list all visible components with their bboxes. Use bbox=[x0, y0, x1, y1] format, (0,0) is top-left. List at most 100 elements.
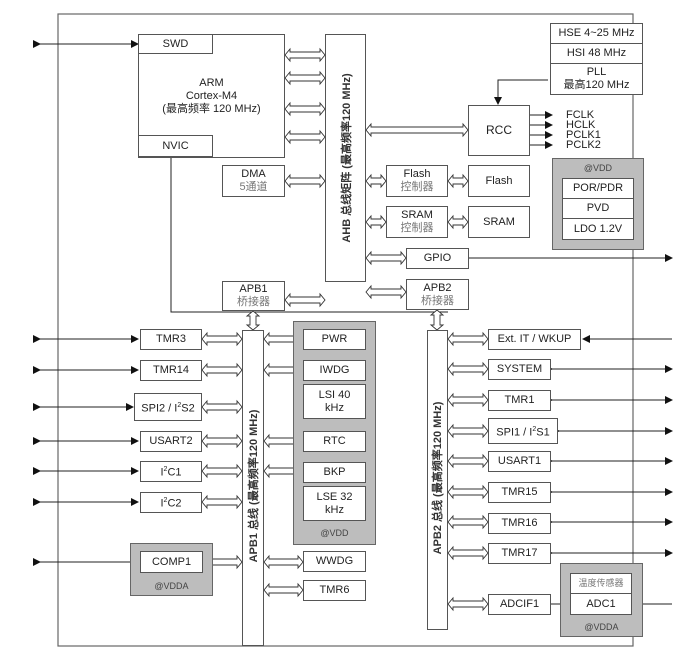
ldo: LDO 1.2V bbox=[562, 218, 634, 240]
spi1-i2s1: SPI1 / I2S1 bbox=[488, 418, 558, 444]
system: SYSTEM bbox=[488, 359, 551, 380]
rtc: RTC bbox=[303, 431, 366, 452]
bus-arrow bbox=[447, 484, 489, 500]
bus-arrow bbox=[263, 582, 304, 598]
tmr3: TMR3 bbox=[140, 329, 202, 350]
pwr: PWR bbox=[303, 329, 366, 350]
temp-sensor: 温度传感器 bbox=[570, 573, 632, 594]
bus-arrow bbox=[284, 70, 326, 86]
i2c1: I2C1 bbox=[140, 461, 202, 482]
bus-arrow bbox=[245, 310, 261, 331]
flash-ctrl-label: Flash bbox=[403, 168, 431, 180]
bkp: BKP bbox=[303, 462, 366, 483]
clock-fclk: FCLK bbox=[566, 109, 595, 121]
vdd-domain-label: @VDD bbox=[320, 528, 349, 538]
gpio-block: GPIO bbox=[406, 248, 469, 269]
bus-arrow bbox=[447, 514, 489, 530]
swd-block: SWD bbox=[138, 34, 213, 54]
tmr16: TMR16 bbox=[488, 513, 551, 534]
power-vdd-label: @VDD bbox=[583, 163, 613, 173]
clock-pclk2: PCLK2 bbox=[566, 139, 601, 151]
pll-freq: 最高120 MHz bbox=[563, 79, 630, 91]
hse-oscillator: HSE 4~25 MHz bbox=[550, 23, 643, 44]
bus-arrow bbox=[447, 423, 489, 439]
wwdg: WWDG bbox=[303, 551, 366, 572]
ahb-bus-label: AHB 总线矩阵 (最高频率120 MHz) bbox=[341, 73, 353, 243]
por-pdr: POR/PDR bbox=[562, 178, 634, 199]
clock-hclk: HCLK bbox=[566, 119, 596, 131]
dma-channels: 5通道 bbox=[239, 181, 268, 193]
ext-it-wkup: Ext. IT / WKUP bbox=[488, 329, 581, 350]
tmr17: TMR17 bbox=[488, 543, 551, 564]
sram-controller: SRAM 控制器 bbox=[386, 206, 448, 238]
flash-ctrl-sub: 控制器 bbox=[400, 181, 434, 193]
ahb-bus-matrix bbox=[325, 34, 366, 282]
bus-arrow bbox=[201, 463, 243, 479]
rcc-block: RCC bbox=[468, 105, 530, 156]
bus-arrow bbox=[447, 214, 469, 230]
bus-arrow bbox=[263, 554, 304, 570]
apb1-bridge: APB1 桥接器 bbox=[222, 281, 285, 311]
tmr15: TMR15 bbox=[488, 482, 551, 503]
comp1: COMP1 bbox=[140, 551, 203, 573]
i2c2: I2C2 bbox=[140, 492, 202, 513]
sram-ctrl-sub: 控制器 bbox=[400, 222, 434, 234]
spi2-i2s2: SPI2 / I2S2 bbox=[134, 393, 202, 421]
bus-arrow bbox=[365, 122, 469, 138]
cpu-freq: (最高频率 120 MHz) bbox=[162, 102, 261, 115]
lse: LSE 32 kHz bbox=[303, 486, 366, 521]
iwdg: IWDG bbox=[303, 360, 366, 381]
bus-arrow bbox=[447, 361, 489, 377]
bus-arrow bbox=[429, 309, 445, 331]
pll-label: PLL bbox=[586, 66, 607, 78]
pll-block: PLL 最高120 MHz bbox=[550, 63, 643, 95]
bus-arrow bbox=[284, 129, 326, 145]
usart1: USART1 bbox=[488, 451, 551, 472]
lse-label: LSE 32 kHz bbox=[316, 490, 353, 516]
tmr1: TMR1 bbox=[488, 390, 551, 411]
bus-arrow bbox=[201, 433, 243, 449]
bus-arrow bbox=[284, 292, 326, 308]
flash-controller: Flash 控制器 bbox=[386, 165, 448, 197]
lsi: LSI 40 kHz bbox=[303, 384, 366, 419]
comp-vdda-label: @VDDA bbox=[154, 581, 189, 591]
chip-border bbox=[57, 13, 634, 647]
bus-arrow bbox=[365, 173, 387, 189]
bus-arrow bbox=[201, 362, 243, 378]
apb2-bridge-sub: 桥接器 bbox=[421, 294, 454, 307]
apb1-bridge-sub: 桥接器 bbox=[237, 296, 270, 308]
apb1-bridge-label: APB1 bbox=[239, 283, 268, 295]
bus-arrow bbox=[365, 284, 407, 300]
usart2: USART2 bbox=[140, 431, 202, 452]
cpu-title: ARM bbox=[199, 76, 224, 89]
adc1: ADC1 bbox=[570, 593, 632, 615]
apb1-bus-label: APB1 总线 (最高频率120 MHz) bbox=[248, 409, 260, 563]
bus-arrow bbox=[447, 331, 489, 347]
apb2-bridge-label: APB2 bbox=[423, 281, 452, 294]
bus-arrow bbox=[284, 47, 326, 63]
flash-memory: Flash bbox=[468, 165, 530, 197]
bus-arrow bbox=[284, 101, 326, 117]
apb2-bus-label: APB2 总线 (最高频率120 MHz) bbox=[432, 401, 444, 555]
bus-arrow bbox=[365, 214, 387, 230]
tmr14: TMR14 bbox=[140, 360, 202, 381]
bus-arrow bbox=[201, 399, 243, 415]
tmr6: TMR6 bbox=[303, 580, 366, 601]
bus-arrow bbox=[447, 545, 489, 561]
apb1-bus bbox=[242, 330, 264, 646]
nvic-block: NVIC bbox=[138, 135, 213, 157]
bus-arrow bbox=[284, 173, 326, 189]
bus-arrow bbox=[201, 494, 243, 510]
hsi-oscillator: HSI 48 MHz bbox=[550, 43, 643, 64]
bus-arrow bbox=[447, 173, 469, 189]
pvd: PVD bbox=[562, 198, 634, 219]
cpu-model: Cortex-M4 bbox=[185, 89, 238, 102]
lsi-label: LSI 40 kHz bbox=[318, 388, 351, 414]
adcif1: ADCIF1 bbox=[488, 594, 551, 615]
bus-arrow bbox=[447, 453, 489, 469]
apb2-bus bbox=[427, 330, 448, 630]
dma-label: DMA bbox=[241, 168, 266, 180]
clock-pclk1: PCLK1 bbox=[566, 129, 601, 141]
bus-arrow bbox=[201, 331, 243, 347]
sram-ctrl-label: SRAM bbox=[401, 209, 433, 221]
